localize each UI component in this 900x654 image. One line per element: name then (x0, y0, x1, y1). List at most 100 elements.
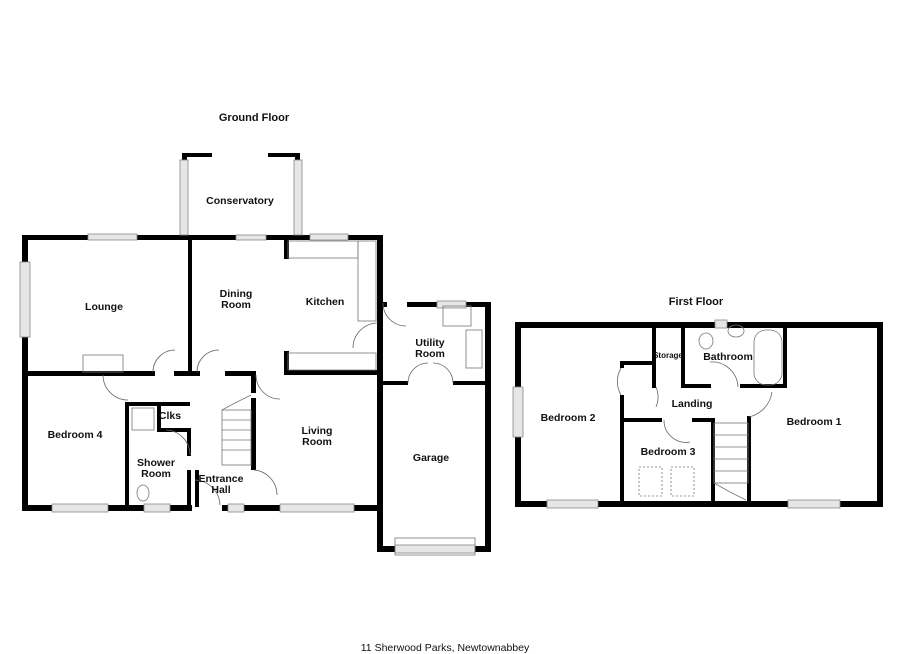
wall-segment (681, 322, 685, 388)
window (512, 386, 524, 438)
wall-segment (225, 371, 255, 376)
wall-segment (740, 384, 787, 388)
room-label-garage: Garage (413, 452, 449, 464)
wall-segment (22, 371, 155, 376)
ground-floor-title: Ground Floor (219, 112, 290, 124)
wall-segment (22, 505, 52, 511)
room-label-utility-room-line2: Room (415, 348, 445, 360)
windows (19, 159, 841, 554)
room-label-entrance-hall: Entrance (199, 473, 244, 485)
room-label-shower-room-line2: Room (141, 468, 171, 480)
wall-segment (466, 302, 490, 307)
wall-segment (377, 381, 408, 385)
wall-segment (598, 501, 788, 507)
wall-segment (485, 302, 491, 552)
wall-segment (182, 153, 212, 157)
first-floor-title: First Floor (669, 296, 724, 308)
window (227, 503, 245, 513)
wall-segment (692, 418, 714, 422)
property-caption: 11 Sherwood Parks, Newtownabbey (361, 642, 530, 654)
wall-segment (157, 402, 161, 432)
wall-segment (652, 322, 656, 388)
wall-segment (515, 322, 715, 328)
room-label-landing: Landing (672, 398, 713, 410)
window (436, 300, 467, 309)
room-label-dining-room: Dining (220, 288, 253, 300)
wall-segment (377, 302, 383, 552)
window (293, 159, 303, 236)
window (309, 233, 349, 241)
wall-segment (170, 505, 192, 511)
wall-segment (174, 371, 200, 376)
wall-segment (747, 416, 751, 506)
wall-segment (681, 384, 711, 388)
wall-segment (108, 505, 144, 511)
wall-segment (288, 235, 310, 240)
wall-segment (377, 546, 395, 552)
wall-segment (284, 351, 289, 375)
room-label-kitchen: Kitchen (306, 296, 345, 308)
window (546, 499, 599, 509)
wall-segment (407, 302, 437, 307)
room-label-conservatory: Conservatory (206, 195, 274, 207)
window (279, 503, 355, 513)
room-label-bedroom-3: Bedroom 3 (641, 446, 696, 458)
room-label-dining-room-line2: Room (221, 299, 251, 311)
window (714, 319, 728, 329)
room-label-entrance-hall-line2: Hall (211, 484, 230, 496)
wall-segment (244, 505, 280, 511)
room-label-lounge: Lounge (85, 301, 123, 313)
room-label-bedroom-2: Bedroom 2 (541, 412, 596, 424)
wall-segment (222, 505, 228, 511)
wall-segment (187, 470, 191, 507)
wall-segment (268, 153, 300, 157)
wall-segment (620, 361, 624, 368)
room-label-clks: Clks (159, 410, 181, 422)
room-label-utility-room: Utility (415, 337, 444, 349)
room-label-storage: Storage (653, 351, 683, 360)
wall-segment (251, 371, 256, 393)
window (143, 503, 171, 513)
wall-segment (251, 398, 256, 470)
window (179, 159, 189, 236)
wall-segment (475, 546, 490, 552)
wall-segment (877, 322, 883, 507)
wall-segment (195, 470, 199, 507)
wall-segment (377, 235, 383, 323)
wall-segment (284, 237, 289, 259)
ground-stairs (221, 394, 252, 466)
wall-segment (711, 418, 715, 504)
window (787, 499, 841, 509)
first-stairs (713, 422, 749, 501)
wall-segment (187, 432, 191, 456)
wall-segment (137, 235, 189, 240)
wall-segment (783, 322, 787, 388)
room-label-bedroom-4: Bedroom 4 (48, 429, 103, 441)
wall-segment (727, 322, 883, 328)
wall-segment (348, 235, 383, 240)
window (87, 233, 138, 241)
window (51, 503, 109, 513)
wall-segment (840, 501, 883, 507)
wall-segment (125, 402, 129, 507)
room-label-living-room-line2: Room (302, 436, 332, 448)
wall-segment (157, 428, 191, 432)
room-label-bedroom-1: Bedroom 1 (787, 416, 842, 428)
room-label-shower-room: Shower (137, 457, 175, 469)
wall-segment (453, 381, 490, 385)
wall-segment (515, 501, 547, 507)
window (19, 261, 31, 338)
wall-segment (620, 361, 654, 365)
window (394, 544, 476, 554)
room-label-living-room: Living (302, 425, 333, 437)
wall-segment (620, 395, 624, 505)
wall-segment (620, 418, 662, 422)
window (235, 234, 267, 241)
room-label-bathroom: Bathroom (703, 351, 753, 363)
wall-segment (284, 370, 383, 375)
wall-segment (22, 235, 88, 240)
wall-segment (354, 505, 383, 511)
fixtures (82, 240, 783, 556)
wall-segment (377, 302, 387, 307)
